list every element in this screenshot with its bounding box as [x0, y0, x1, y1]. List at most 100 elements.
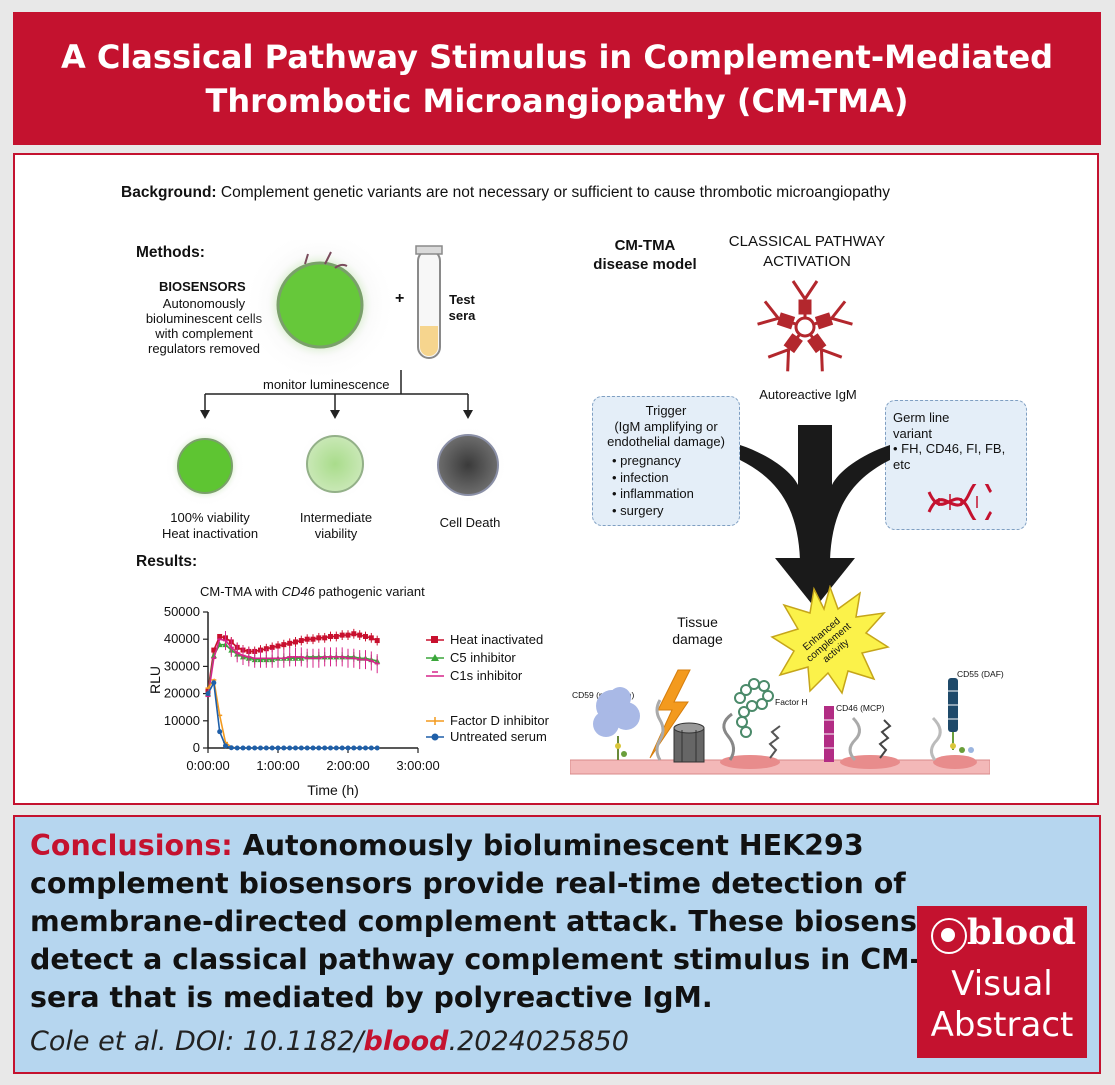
- cd55-label: CD55 (DAF): [957, 669, 1004, 679]
- data-point: [328, 745, 333, 751]
- data-point: [210, 652, 217, 659]
- germline-item: • FH, CD46, FI, FB, etc: [893, 441, 1006, 472]
- endothelial-cell-icon: [933, 755, 977, 769]
- y-tick-label: 20000: [164, 686, 200, 701]
- data-point: [258, 745, 263, 751]
- conclusions-label: Conclusions:: [30, 829, 233, 862]
- data-point: [357, 632, 363, 638]
- data-point: [281, 642, 287, 648]
- trigger-box: [592, 396, 740, 526]
- data-point: [368, 745, 374, 751]
- factor-h-label: Factor H: [775, 697, 808, 707]
- data-point: [316, 745, 322, 751]
- dna-icon: [927, 484, 993, 520]
- data-point: [275, 643, 281, 649]
- chart-legend: Heat inactivated C5 inhibitor C1s inhibi…: [424, 630, 574, 750]
- legend-c5-inhibitor: C5 inhibitor: [450, 650, 516, 665]
- y-tick-label: 40000: [164, 631, 200, 646]
- data-point: [351, 631, 357, 637]
- x-tick-label: 3:00:00: [396, 758, 439, 773]
- trigger-item: • inflammation: [612, 486, 694, 501]
- intermediate-cell-icon: [297, 426, 373, 502]
- trigger-heading: Trigger (IgM amplifying or endothelial d…: [607, 403, 725, 449]
- data-point: [333, 633, 339, 639]
- data-point: [363, 633, 368, 639]
- igm-pentamer-icon: [757, 280, 853, 372]
- glycocalyx-icon: [768, 725, 781, 759]
- classical-pathway-label: CLASSICAL PATHWAY ACTIVATION: [728, 233, 886, 270]
- citation-suffix: .2024025850: [448, 1026, 629, 1057]
- x-tick-label: 1:00:00: [256, 758, 299, 773]
- legend-c1s-inhibitor: C1s inhibitor: [450, 668, 523, 683]
- test-tube-icon: [415, 245, 443, 359]
- x-tick-label: 2:00:00: [326, 758, 369, 773]
- endothelial-cell-icon: [840, 755, 900, 769]
- logo-line2: Abstract: [930, 1005, 1074, 1045]
- data-point: [217, 633, 223, 639]
- data-point: [298, 638, 304, 644]
- data-point: [368, 635, 374, 641]
- legend-marker-c5: [431, 654, 439, 661]
- data-point: [304, 745, 310, 751]
- data-point: [205, 691, 211, 697]
- methods-label: Methods:: [136, 244, 205, 261]
- igm-label: Autoreactive IgM: [759, 387, 857, 402]
- factor-h-protein-icon: [734, 678, 774, 738]
- citation: Cole et al. DOI: 10.1182/blood.202402585…: [30, 1026, 629, 1057]
- tissue-damage-label: Tissue damage: [672, 614, 723, 647]
- y-axis-label: RLU: [147, 666, 163, 694]
- data-point: [316, 635, 322, 641]
- conclusions-text: Conclusions: Autonomously bioluminescent…: [30, 827, 1030, 1017]
- background-line: Background: Complement genetic variants …: [121, 184, 890, 202]
- data-point: [293, 745, 298, 751]
- test-sera-label: Test sera: [448, 292, 476, 323]
- data-point: [263, 646, 269, 652]
- cd55-protein-icon: [948, 678, 974, 753]
- data-point: [211, 647, 217, 653]
- data-point: [275, 745, 281, 751]
- data-point: [374, 638, 380, 644]
- series-line: [207, 680, 378, 749]
- glycocalyx-icon: [722, 712, 735, 761]
- data-point: [293, 639, 298, 645]
- data-point: [310, 745, 316, 751]
- legend-heat-inactivated: Heat inactivated: [450, 632, 544, 647]
- glycocalyx-icon: [930, 716, 942, 761]
- data-point: [246, 745, 252, 751]
- ash-seal-icon: [931, 918, 967, 954]
- legend-markers: [426, 636, 444, 741]
- data-point: [374, 745, 380, 751]
- page-title: A Classical Pathway Stimulus in Compleme…: [60, 37, 1054, 120]
- data-point: [281, 745, 287, 751]
- data-point: [234, 745, 240, 751]
- biosensor-cell-icon: [242, 240, 398, 383]
- trigger-item: • surgery: [612, 502, 664, 518]
- x-tick-label: 0:00:00: [186, 758, 229, 773]
- cd46-protein-icon: [824, 706, 834, 762]
- y-tick-label: 30000: [164, 658, 200, 673]
- glycocalyx-icon: [848, 716, 861, 762]
- data-point: [298, 745, 304, 751]
- cd46-label: CD46 (MCP): [836, 703, 885, 713]
- data-point: [333, 745, 339, 751]
- data-point: [287, 745, 293, 751]
- blood-visual-abstract-logo: blood Visual Abstract: [917, 906, 1087, 1058]
- data-point: [345, 632, 351, 638]
- data-point: [211, 680, 217, 686]
- legend-marker-untreated: [431, 733, 439, 741]
- y-tick-label: 0: [193, 740, 200, 755]
- data-point: [357, 745, 363, 751]
- data-point: [339, 745, 345, 751]
- chart-title-gene: CD46: [281, 584, 315, 599]
- methods-graphic: [163, 240, 508, 508]
- dead-cell-icon: [428, 425, 508, 505]
- legend-untreated-serum: Untreated serum: [450, 729, 547, 744]
- germline-heading: Germ line variant: [893, 410, 950, 441]
- logo-brand: blood: [967, 912, 1076, 953]
- legend-factor-d-inhibitor: Factor D inhibitor: [450, 713, 549, 728]
- glycocalyx-icon: [655, 699, 665, 761]
- lightning-icon: [649, 669, 691, 759]
- results-label: Results:: [136, 553, 198, 570]
- trigger-list: • pregnancy • infection • inflammation •…: [612, 453, 694, 519]
